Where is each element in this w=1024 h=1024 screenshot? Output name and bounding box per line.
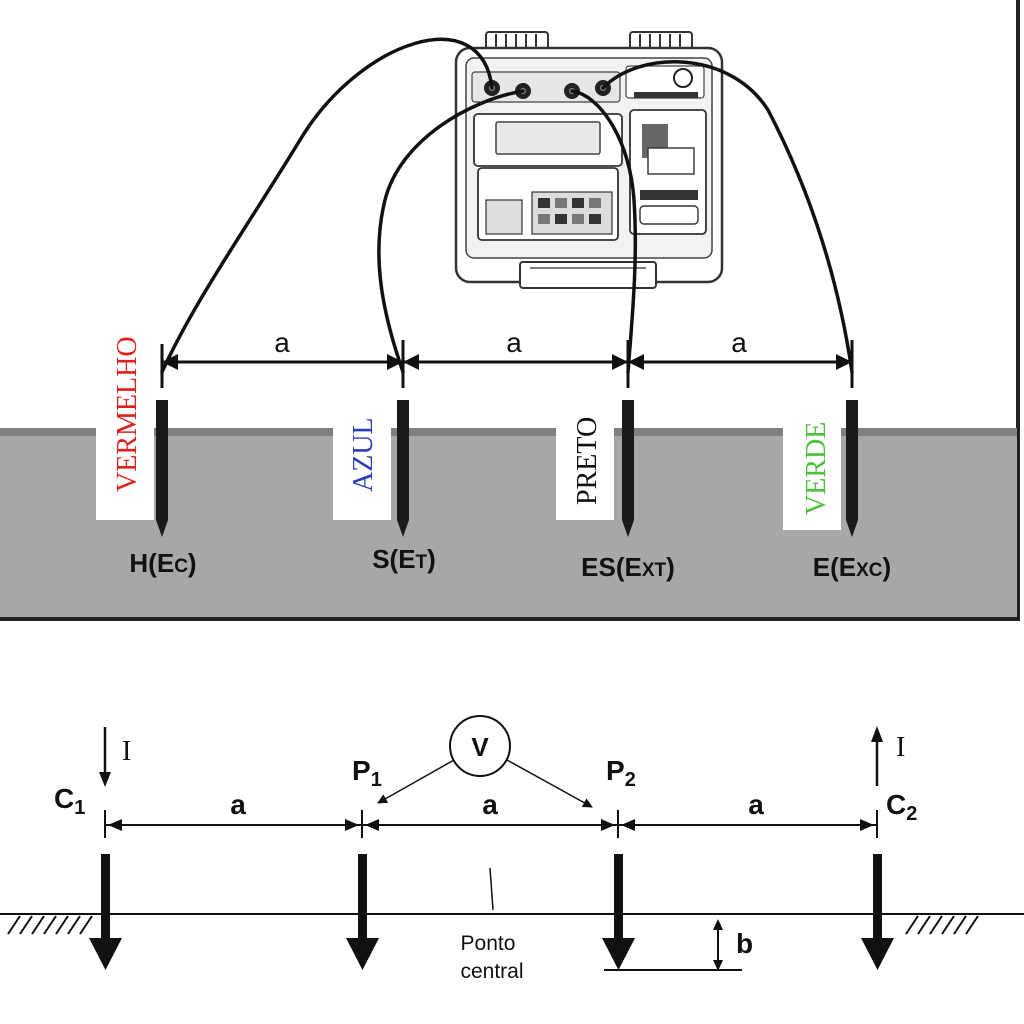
electrode-p2 [602,854,635,970]
dimension-arrow [621,819,635,831]
electrode-color-vermelho: VERMELHO [112,336,143,492]
dimension-arrow-right [836,354,852,370]
ground-hatch-icon [7,915,979,935]
voltmeter-lead-p2 [506,759,593,808]
spacing-label-bottom-2: a [482,789,498,820]
current-in-arrowhead [99,772,111,787]
electrode-rod-s [397,340,409,537]
test-leads [160,37,854,374]
spacing-label-1: a [274,327,290,358]
electrode-c1 [89,854,122,970]
dimension-arrow [345,819,359,831]
label-box-verde [783,424,841,530]
voltmeter-lead-p1 [377,759,455,804]
terminal-label-h: H(EC) [129,548,196,578]
dimension-arrow [601,819,615,831]
dimension-arrow [108,819,122,831]
dimension-arrow [612,354,628,370]
lead-red-h [160,37,494,374]
current-label-out: I [896,732,905,763]
dimension-arrow [628,354,644,370]
label-box-azul [333,424,391,520]
electrode-p1 [346,854,379,970]
electrode-c2 [861,854,894,970]
center-point-label-line1: Ponto [461,932,516,955]
center-point-marker [489,867,494,911]
dimension-arrow [387,354,403,370]
lead-black-es [570,89,638,374]
voltmeter-label: V [471,732,489,762]
dimension-arrow [860,819,874,831]
soil-surface [0,428,1017,436]
label-box-vermelho [96,424,154,520]
depth-label: b [736,928,753,959]
label-c2: C2 [886,789,917,825]
center-point-label-line2: central [460,960,523,983]
electrode-color-verde: VERDE [801,422,832,515]
spacing-label-bottom-1: a [230,789,246,820]
depth-arrow-up [713,919,723,930]
top-diagram: VERMELHO AZUL PRETO VERDE a a a [0,0,1020,621]
voltmeter-icon [449,715,511,777]
earth-tester-device-icon [454,31,724,289]
electrode-rod-h [156,344,168,537]
dimension-arrow-left [162,354,178,370]
label-p1: P1 [352,755,382,791]
bottom-diagram: a a a C1 C2 P1 P2 I I V Ponto central b [0,715,1024,983]
electrode-color-preto: PRETO [572,417,603,505]
dimension-arrow [403,354,419,370]
lead-blue-s [377,89,525,374]
lead-green-e [601,60,854,374]
terminal-label-e: E(EXC) [813,552,891,582]
label-box-preto [556,424,614,520]
electrode-color-azul: AZUL [348,417,379,492]
dimension-arrow [365,819,379,831]
spacing-label-2: a [506,327,522,358]
terminal-label-es: ES(EXT) [581,552,675,582]
spacing-label-3: a [731,327,747,358]
current-label-in: I [122,736,131,767]
terminal-label-s: S(ET) [372,544,436,574]
current-out-arrowhead [871,726,883,742]
label-p2: P2 [606,755,636,791]
label-c1: C1 [54,783,85,819]
depth-arrow-down [713,960,723,971]
spacing-label-bottom-3: a [748,789,764,820]
